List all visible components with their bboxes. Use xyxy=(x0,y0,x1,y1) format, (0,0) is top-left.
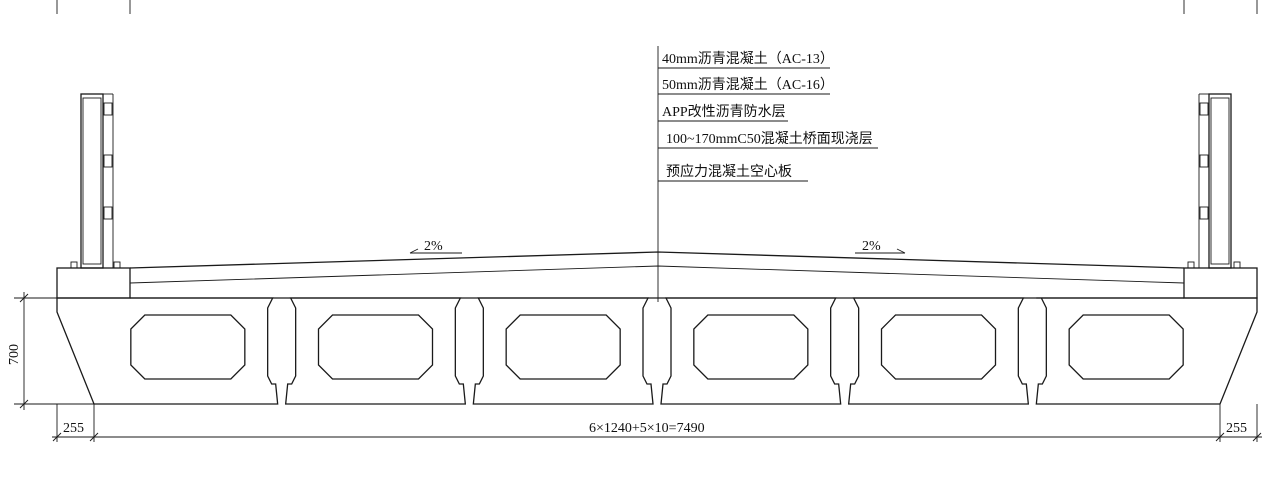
dim-main-label: 6×1240+5×10=7490 xyxy=(589,421,705,436)
hollow-core-3 xyxy=(505,314,621,380)
girder-2 xyxy=(284,297,467,405)
hollow-core-6 xyxy=(1068,314,1184,380)
svg-text:2%: 2% xyxy=(424,239,443,254)
dim-height: 700 xyxy=(7,292,94,410)
girder-3 xyxy=(472,297,654,405)
hollow-core-5 xyxy=(880,314,997,380)
hollow-core-1 xyxy=(130,314,246,380)
dim-bottom: 255 6×1240+5×10=7490 255 xyxy=(52,404,1262,442)
railing-right xyxy=(1187,93,1241,269)
curb-right xyxy=(1183,267,1258,299)
layer-label-2: 50mm沥青混凝土（AC-16） xyxy=(662,77,834,93)
frame-ticks xyxy=(56,0,1258,14)
deck-pavement xyxy=(56,251,1258,299)
girder-1 xyxy=(56,297,279,405)
dim-left-label: 255 xyxy=(63,421,84,436)
girder-5 xyxy=(847,297,1030,405)
slope-marker-left: 2% xyxy=(409,239,462,254)
layer-label-3: APP改性沥青防水层 xyxy=(662,104,786,120)
layer-label-1: 40mm沥青混凝土（AC-13） xyxy=(662,51,834,67)
hollow-core-4 xyxy=(693,314,809,380)
girder-4 xyxy=(660,297,842,405)
hollow-slab-girders xyxy=(56,297,1258,405)
railing-left xyxy=(70,93,121,269)
slope-marker-right: 2% xyxy=(855,239,906,254)
hollow-core-2 xyxy=(317,314,434,380)
svg-text:2%: 2% xyxy=(862,239,881,254)
layer-annotations: 40mm沥青混凝土（AC-13） 50mm沥青混凝土（AC-16） APP改性沥… xyxy=(658,51,878,182)
svg-text:700: 700 xyxy=(7,344,22,365)
curb-left xyxy=(56,267,131,299)
layer-label-5: 预应力混凝土空心板 xyxy=(666,163,792,180)
girder-6 xyxy=(1035,297,1258,405)
dim-right-label: 255 xyxy=(1226,421,1247,436)
layer-label-4: 100~170mmC50混凝土桥面现浇层 xyxy=(666,131,873,147)
